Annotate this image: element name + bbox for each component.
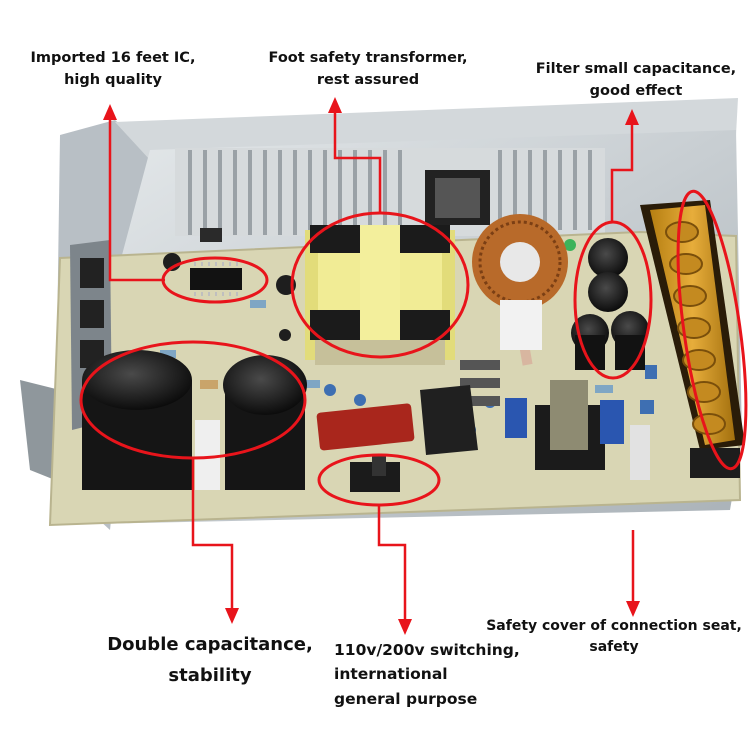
caption-line: 110v/200v switching, (334, 641, 520, 659)
transformer (305, 225, 455, 365)
ic-leader-line (108, 115, 165, 282)
switch-leader-line (377, 505, 407, 623)
voltage-switch (350, 456, 400, 492)
filter-capacitors (571, 238, 649, 370)
caption-line: Double capacitance, (107, 634, 313, 655)
caption-line: safety (589, 639, 639, 655)
caption-line: international (334, 665, 448, 684)
toroid-inductor (472, 214, 568, 350)
ic-chip (190, 262, 242, 296)
bulk-capacitors (82, 350, 307, 490)
misc-power-parts (316, 380, 650, 480)
caption-line: rest assured (316, 71, 420, 88)
filter-capacitance-caption: Filter small capacitance, good effect (520, 59, 752, 103)
voltage-switch-caption: 110v/200v switching, international gener… (334, 638, 554, 711)
transformer-leader-line (333, 108, 382, 213)
ic-caption: Imported 16 feet IC, high quality (20, 48, 206, 92)
caption-line: stability (168, 664, 252, 686)
annotation-callouts (79, 108, 748, 623)
caption-line: good effect (589, 82, 683, 99)
caption-line: general purpose (334, 689, 478, 708)
caption-line: Safety cover of connection seat, (486, 618, 742, 634)
caption-line: Filter small capacitance, (535, 61, 737, 77)
terminal-cover-caption: Safety cover of connection seat, safety (474, 616, 754, 658)
caption-line: high quality (64, 71, 162, 88)
caption-line: Imported 16 feet IC, (30, 50, 196, 66)
double-capacitance-caption: Double capacitance, stability (95, 630, 325, 691)
filter-leader-line (610, 120, 634, 222)
double-cap-leader-line (191, 458, 234, 612)
caption-line: Foot safety transformer, (268, 50, 468, 66)
terminal-block-highlight (676, 189, 748, 471)
transformer-caption: Foot safety transformer, rest assured (256, 48, 480, 92)
arrowheads (103, 97, 640, 635)
